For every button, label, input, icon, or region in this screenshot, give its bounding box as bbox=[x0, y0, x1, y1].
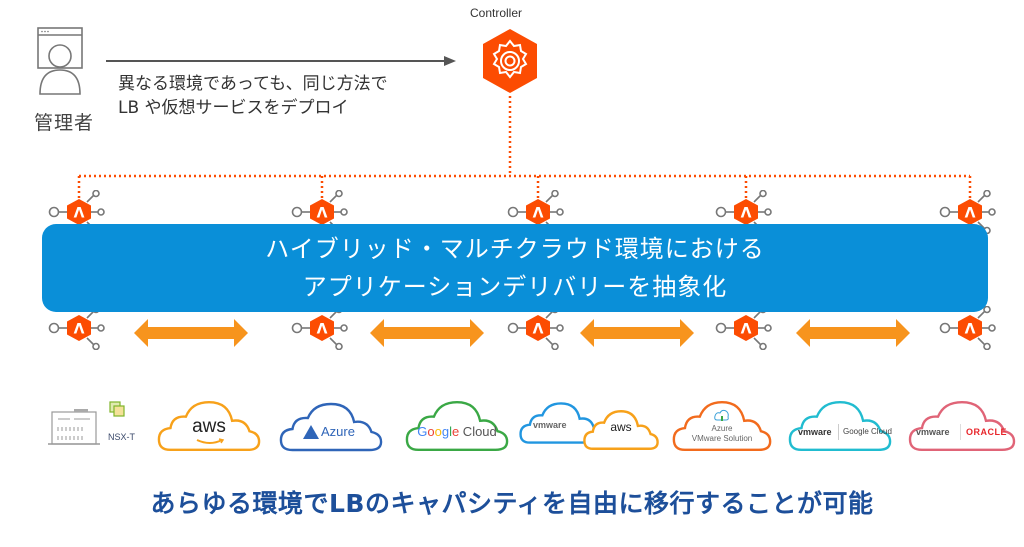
admin-user-icon bbox=[36, 22, 88, 100]
google-cloud-logo-text: Google Cloud bbox=[843, 427, 892, 436]
svg-text:NSX-T: NSX-T bbox=[108, 432, 136, 442]
double-arrow-icon bbox=[134, 318, 248, 348]
env-aws-pair: aws bbox=[583, 408, 659, 452]
controller-gear-icon bbox=[480, 27, 540, 95]
svg-text:Λ: Λ bbox=[965, 206, 976, 222]
svg-text:Λ: Λ bbox=[317, 322, 328, 338]
env-azure: Azure bbox=[279, 400, 383, 454]
service-engine-icon: Λ bbox=[289, 306, 359, 350]
controller-label: Controller bbox=[470, 6, 523, 20]
aws-logo-text: aws bbox=[192, 416, 226, 437]
google-cloud-logo-text: Google Cloud bbox=[417, 424, 497, 439]
env-on-prem-nsx-t: NSX-T bbox=[48, 400, 148, 450]
azure-logo-text: Azure bbox=[321, 424, 355, 439]
svg-text:Λ: Λ bbox=[533, 206, 544, 222]
double-arrow-icon bbox=[580, 318, 694, 348]
service-engine-icon: Λ bbox=[46, 306, 116, 350]
admin-label: 管理者 bbox=[34, 112, 95, 134]
svg-text:Λ: Λ bbox=[965, 322, 976, 338]
service-engine-icon: Λ bbox=[505, 190, 575, 234]
controller-connectors bbox=[77, 96, 972, 198]
vmware-logo-text: vmware bbox=[798, 427, 832, 437]
svg-text:Λ: Λ bbox=[533, 322, 544, 338]
band-line-2: アプリケーションデリバリーを抽象化 bbox=[302, 273, 728, 301]
env-vmware-oracle: vmware ORACLE bbox=[908, 398, 1016, 454]
svg-text:Λ: Λ bbox=[741, 206, 752, 222]
headline: あらゆる環境でLBのキャパシティを自由に移行することが可能 bbox=[150, 489, 874, 518]
vmware-logo-text: vmware bbox=[533, 420, 567, 430]
deploy-arrow bbox=[106, 55, 456, 67]
env-google-cloud: Google Cloud bbox=[405, 398, 509, 454]
svg-text:Λ: Λ bbox=[317, 206, 328, 222]
env-vmware-google-cloud: vmware Google Cloud bbox=[788, 398, 892, 454]
double-arrow-icon bbox=[796, 318, 910, 348]
svg-text:Λ: Λ bbox=[74, 322, 85, 338]
double-arrow-icon bbox=[370, 318, 484, 348]
service-engine-icon: Λ bbox=[713, 306, 783, 350]
svg-text:Λ: Λ bbox=[74, 206, 85, 222]
deploy-description: 異なる環境であっても、同じ方法で LB や仮想サービスをデプロイ bbox=[118, 72, 388, 120]
service-engine-icon: Λ bbox=[505, 306, 575, 350]
description-line-1: 異なる環境であっても、同じ方法で bbox=[118, 74, 388, 94]
abstraction-band: ハイブリッド・マルチクラウド環境における アプリケーションデリバリーを抽象化 bbox=[42, 224, 988, 312]
env-aws: aws bbox=[157, 398, 261, 454]
service-engine-icon: Λ bbox=[937, 306, 1007, 350]
service-engine-icon: Λ bbox=[937, 190, 1007, 234]
svg-text:Λ: Λ bbox=[741, 322, 752, 338]
datacenter-building-icon bbox=[48, 409, 100, 445]
description-line-2: LB や仮想サービスをデプロイ bbox=[118, 98, 349, 118]
service-engine-icon: Λ bbox=[713, 190, 783, 234]
vmware-logo-text: vmware bbox=[916, 427, 950, 437]
oracle-logo-text: ORACLE bbox=[966, 427, 1007, 437]
aws-logo-text: aws bbox=[610, 420, 632, 434]
band-line-1: ハイブリッド・マルチクラウド環境における bbox=[265, 235, 765, 263]
vsphere-icon bbox=[109, 401, 125, 417]
